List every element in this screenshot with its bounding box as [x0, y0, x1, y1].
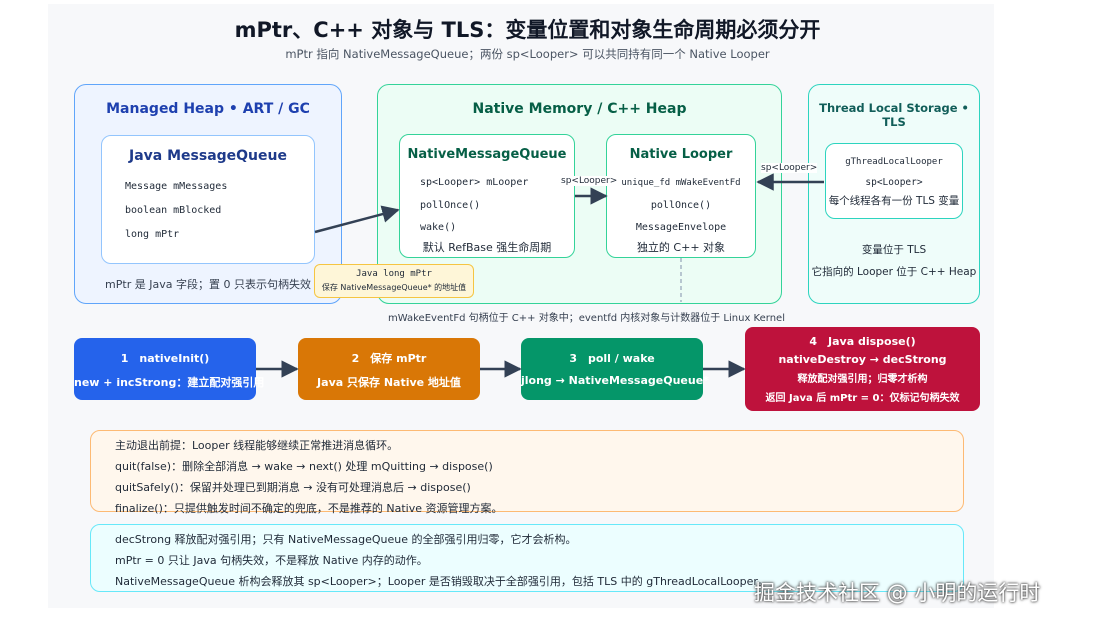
nmq-field: pollOnce(): [420, 200, 481, 211]
quit-note-line: finalize()：只提供触发时间不确定的兜底，不是推荐的 Native 资源…: [115, 502, 503, 515]
managed-heap-title: Managed Heap • ART / GC: [106, 101, 310, 117]
quit-note-line: 主动退出前提：Looper 线程能够继续正常推进消息循环。: [115, 439, 399, 452]
page-title: mPtr、C++ 对象与 TLS：变量位置和对象生命周期必须分开: [234, 18, 821, 42]
eventfd-note: mWakeEventFd 句柄位于 C++ 对象中；eventfd 内核对象与计…: [388, 313, 785, 324]
decstrong-note-line: decStrong 释放配对强引用；只有 NativeMessageQueue …: [115, 533, 577, 546]
java-messagequeue-title: Java MessageQueue: [129, 148, 287, 164]
java-mq-field: Message mMessages: [125, 181, 228, 192]
step-poll-wake: 3 poll / wake jlong → NativeMessageQueue…: [521, 338, 709, 400]
tls-variable-note: 每个线程各有一份 TLS 变量: [828, 195, 960, 207]
edge-label-tls-looper: sp<Looper>: [761, 163, 818, 173]
step-1-detail: new + incStrong：建立配对强引用: [74, 376, 265, 389]
step-java-dispose: 4 Java dispose() nativeDestroy → decStro…: [745, 327, 980, 411]
step-native-init: 1 nativeInit() new + incStrong：建立配对强引用: [74, 338, 265, 400]
quit-note: 主动退出前提：Looper 线程能够继续正常推进消息循环。 quit(false…: [90, 430, 964, 515]
java-mq-field: boolean mBlocked: [125, 205, 222, 216]
java-mq-field: long mPtr: [125, 229, 180, 240]
nmq-field: sp<Looper> mLooper: [420, 177, 529, 188]
tls-variable-name: gThreadLocalLooper: [845, 157, 943, 167]
looper-field: unique_fd mWakeEventFd: [621, 178, 741, 188]
decstrong-note: decStrong 释放配对强引用；只有 NativeMessageQueue …: [90, 524, 964, 592]
looper-field: MessageEnvelope: [635, 222, 727, 233]
quit-note-line: quitSafely()：保留并处理已到期消息 → 没有可处理消息后 → dis…: [115, 481, 471, 494]
step-3-detail: jlong → NativeMessageQueue*: [521, 374, 709, 387]
tls-footer-2: 它指向的 Looper 位于 C++ Heap: [811, 266, 977, 278]
native-messagequeue-box: NativeMessageQueue sp<Looper> mLooper po…: [399, 134, 575, 258]
step-4-detail: 释放配对强引用；归零才析构: [797, 374, 928, 385]
watermark: 掘金技术社区 @ 小明的运行时: [754, 581, 1041, 605]
tls-variable-box: gThreadLocalLooper sp<Looper> 每个线程各有一份 T…: [825, 143, 963, 219]
java-messagequeue-box: Java MessageQueue Message mMessages bool…: [101, 135, 315, 264]
step-3-title: 3 poll / wake: [569, 352, 655, 365]
tls-title: Thread Local Storage • TLS: [819, 101, 969, 129]
nmq-note: 默认 RefBase 强生命周期: [422, 241, 552, 254]
step-2-detail: Java 只保存 Native 地址值: [317, 376, 461, 389]
tls-variable-type: sp<Looper>: [865, 177, 923, 188]
native-memory-title: Native Memory / C++ Heap: [472, 101, 687, 117]
native-looper-box: Native Looper unique_fd mWakeEventFd pol…: [606, 134, 756, 258]
mptr-tooltip-line1: Java long mPtr: [356, 269, 432, 279]
looper-field: pollOnce(): [650, 200, 712, 211]
looper-note: 独立的 C++ 对象: [636, 241, 726, 254]
step-save-mptr: 2 保存 mPtr Java 只保存 Native 地址值: [298, 338, 480, 400]
mptr-tooltip-line2: 保存 NativeMessageQueue* 的地址值: [321, 283, 467, 292]
step-4-title: 4 Java dispose(): [809, 335, 916, 348]
looper-title: Native Looper: [629, 147, 733, 162]
decstrong-note-line: NativeMessageQueue 析构会释放其 sp<Looper>；Loo…: [115, 575, 769, 588]
mptr-tooltip: Java long mPtr 保存 NativeMessageQueue* 的地…: [314, 264, 474, 298]
page-subtitle: mPtr 指向 NativeMessageQueue；两份 sp<Looper>…: [285, 47, 770, 61]
managed-heap-footer: mPtr 是 Java 字段；置 0 只表示句柄失效: [105, 278, 311, 291]
step-1-title: 1 nativeInit(): [120, 352, 210, 365]
step-4-detail: 返回 Java 后 mPtr = 0：仅标记句柄失效: [765, 393, 960, 404]
decstrong-note-line: mPtr = 0 只让 Java 句柄失效，不是释放 Native 内存的动作。: [115, 554, 428, 567]
quit-note-line: quit(false)：删除全部消息 → wake → next() 处理 mQ…: [115, 460, 493, 473]
nmq-title: NativeMessageQueue: [407, 147, 567, 162]
tls-footer-1: 变量位于 TLS: [861, 244, 927, 256]
edge-label-nmq-looper: sp<Looper>: [561, 176, 618, 186]
step-4-detail: nativeDestroy → decStrong: [778, 353, 947, 366]
step-2-title: 2 保存 mPtr: [351, 352, 427, 365]
nmq-field: wake(): [420, 222, 457, 233]
